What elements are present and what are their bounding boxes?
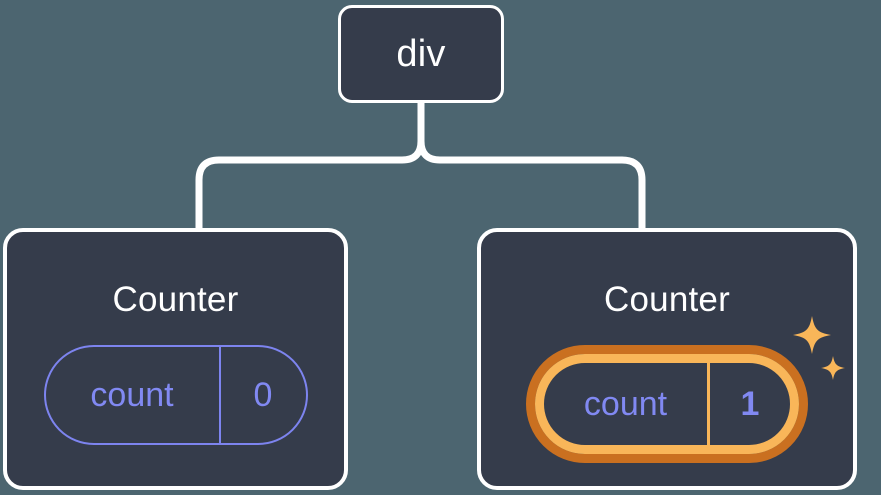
node-root-label: div	[396, 33, 446, 75]
state-pill-right-highlighted[interactable]: count 1	[526, 345, 808, 463]
node-counter-left[interactable]: Counter count 0	[3, 228, 348, 490]
node-counter-left-label: Counter	[112, 280, 239, 319]
state-pill-right-inner-ring: count 1	[535, 354, 799, 454]
node-counter-right[interactable]: Counter count 1	[477, 228, 857, 490]
state-pill-wrapper-left: count 0	[43, 345, 308, 445]
state-key-right: count	[583, 385, 668, 423]
state-value-right: 1	[707, 363, 790, 445]
state-key-left: count	[90, 376, 174, 414]
node-root-div[interactable]: div	[338, 5, 504, 103]
state-pill-wrapper-right: count 1	[526, 345, 808, 463]
state-value-left: 0	[218, 347, 306, 443]
node-counter-right-label: Counter	[604, 280, 730, 319]
state-pill-left[interactable]: count 0	[43, 345, 308, 445]
